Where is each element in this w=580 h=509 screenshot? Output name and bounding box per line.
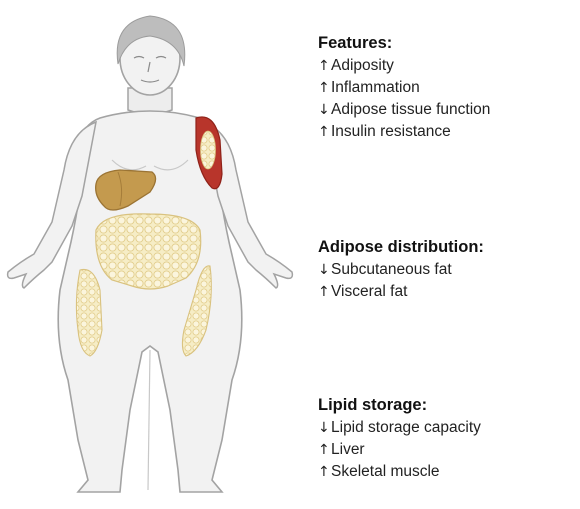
up-arrow-icon: ↑ <box>318 440 331 461</box>
feature-item: ↑Inflammation <box>318 77 578 99</box>
distribution-item: ↑Visceral fat <box>318 281 578 303</box>
down-arrow-icon: ↓ <box>318 418 331 439</box>
panel-heading: Lipid storage: <box>318 396 578 415</box>
panel-heading: Adipose distribution: <box>318 238 578 257</box>
lipid-storage-panel: Lipid storage: ↓Lipid storage capacity ↑… <box>318 396 578 483</box>
item-label: Visceral fat <box>331 283 407 300</box>
lipid-item: ↑Liver <box>318 439 578 461</box>
feature-item: ↑Insulin resistance <box>318 121 578 143</box>
item-label: Insulin resistance <box>331 123 451 140</box>
features-panel: Features: ↑Adiposity ↑Inflammation ↓Adip… <box>318 34 578 143</box>
feature-item: ↑Adiposity <box>318 55 578 77</box>
lipid-item: ↑Skeletal muscle <box>318 461 578 483</box>
up-arrow-icon: ↑ <box>318 78 331 99</box>
up-arrow-icon: ↑ <box>318 56 331 77</box>
down-arrow-icon: ↓ <box>318 260 331 281</box>
up-arrow-icon: ↑ <box>318 462 331 483</box>
adipose-distribution-panel: Adipose distribution: ↓Subcutaneous fat … <box>318 238 578 303</box>
item-label: Skeletal muscle <box>331 463 440 480</box>
item-label: Inflammation <box>331 79 420 96</box>
item-label: Subcutaneous fat <box>331 261 452 278</box>
panel-heading: Features: <box>318 34 578 53</box>
item-label: Liver <box>331 441 365 458</box>
visceral-adipose <box>96 214 201 289</box>
body-illustration <box>0 0 300 504</box>
item-label: Adipose tissue function <box>331 101 490 118</box>
body-figure <box>0 0 300 504</box>
muscle-fat-deposit <box>201 131 216 169</box>
up-arrow-icon: ↑ <box>318 122 331 143</box>
down-arrow-icon: ↓ <box>318 100 331 121</box>
item-label: Lipid storage capacity <box>331 419 481 436</box>
left-thigh-adipose <box>76 269 102 356</box>
up-arrow-icon: ↑ <box>318 282 331 303</box>
lipid-item: ↓Lipid storage capacity <box>318 417 578 439</box>
feature-item: ↓Adipose tissue function <box>318 99 578 121</box>
distribution-item: ↓Subcutaneous fat <box>318 259 578 281</box>
item-label: Adiposity <box>331 57 394 74</box>
